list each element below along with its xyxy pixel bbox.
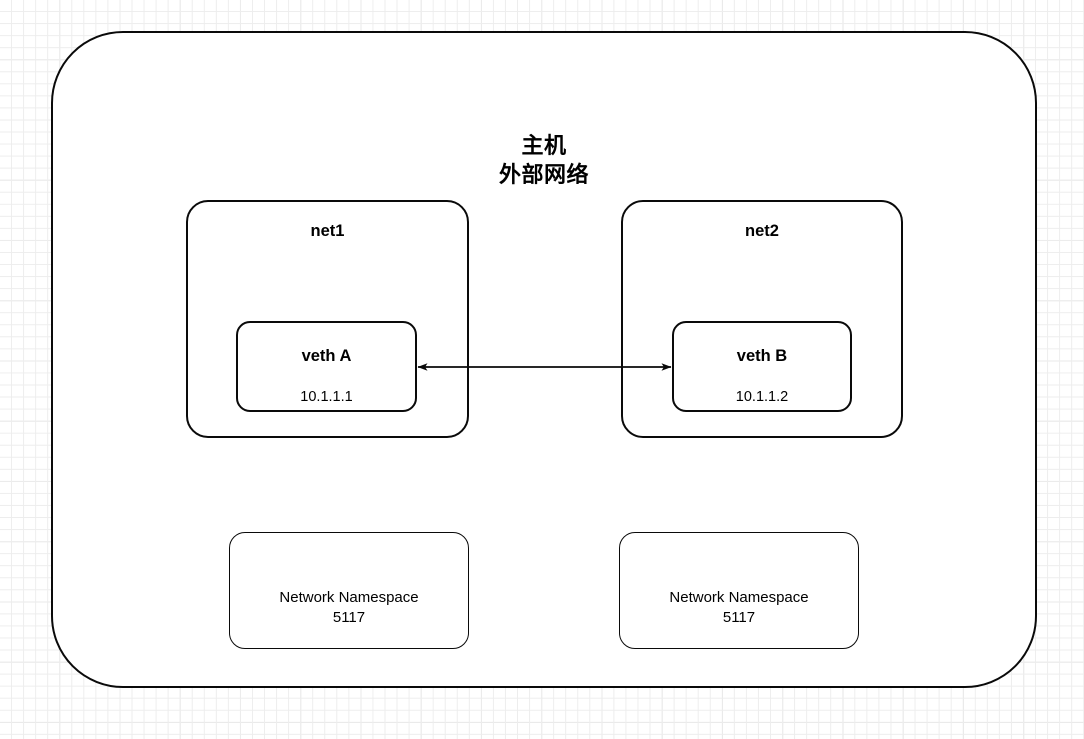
network-namespace-left-label: Network Namespace 5117	[229, 568, 469, 647]
veth-b-name: veth B	[736, 347, 788, 365]
ns-left-line1: Network Namespace	[279, 588, 419, 606]
veth-b-box[interactable]	[672, 321, 852, 412]
host-title-line2: 外部网络	[498, 162, 589, 188]
network-namespace-right-label: Network Namespace 5117	[619, 568, 859, 647]
veth-b-ip: 10.1.1.2	[735, 389, 789, 405]
network-namespace-left-box[interactable]	[229, 532, 469, 649]
veth-a-name: veth A	[301, 347, 352, 365]
net2-label: net2	[745, 222, 779, 240]
veth-a-box[interactable]	[236, 321, 417, 412]
network-namespace-right-box[interactable]	[619, 532, 859, 649]
ns-left-line2: 5117	[332, 608, 366, 626]
ns-right-line1: Network Namespace	[669, 588, 809, 606]
host-title: 主机 外部网络	[51, 102, 1037, 218]
net1-label: net1	[310, 222, 345, 240]
host-title-line1: 主机	[521, 133, 567, 159]
ns-right-line2: 5117	[722, 608, 756, 626]
veth-a-ip: 10.1.1.1	[300, 389, 353, 405]
